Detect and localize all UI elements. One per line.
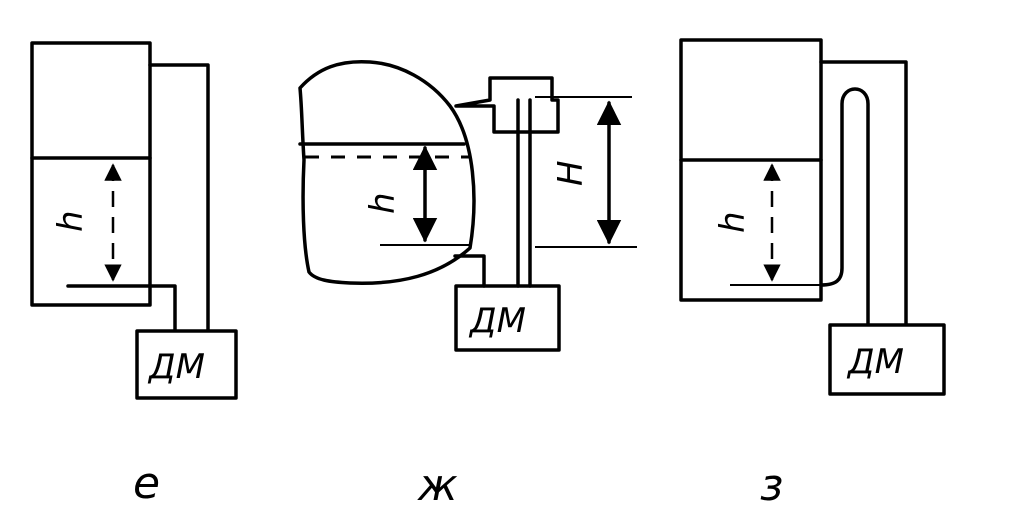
- caption-z: з: [760, 460, 783, 511]
- pipe-bottom-zh: [453, 254, 486, 288]
- device-box-zh: [454, 284, 561, 352]
- device-label-e: ДМ: [147, 347, 205, 387]
- panel-z: h ДМ з: [679, 38, 946, 511]
- pipe-bottom-e: [66, 284, 177, 332]
- label-h-e: h: [51, 210, 91, 232]
- panel-e: h ДМ е: [30, 41, 238, 509]
- device-box-z: [828, 323, 946, 396]
- label-h-zh: h: [363, 192, 403, 214]
- pipe-top-e: [148, 63, 210, 332]
- sensing-chamber-zh: [454, 76, 560, 134]
- pipe-top-z: [819, 60, 908, 326]
- device-box-e: [135, 329, 238, 400]
- caption-e: е: [133, 458, 160, 509]
- siphon-tube-z: [819, 87, 870, 326]
- label-H-zh: H: [551, 160, 591, 186]
- tank-e: [30, 41, 152, 307]
- device-label-z: ДМ: [846, 342, 904, 382]
- tank-z: [679, 38, 823, 302]
- caption-zh: ж: [417, 460, 458, 511]
- panel-zh: h H ДМ ж: [298, 59, 637, 511]
- vessel-zh: [298, 59, 476, 285]
- label-h-z: h: [713, 211, 753, 233]
- device-label-zh: ДМ: [468, 301, 526, 341]
